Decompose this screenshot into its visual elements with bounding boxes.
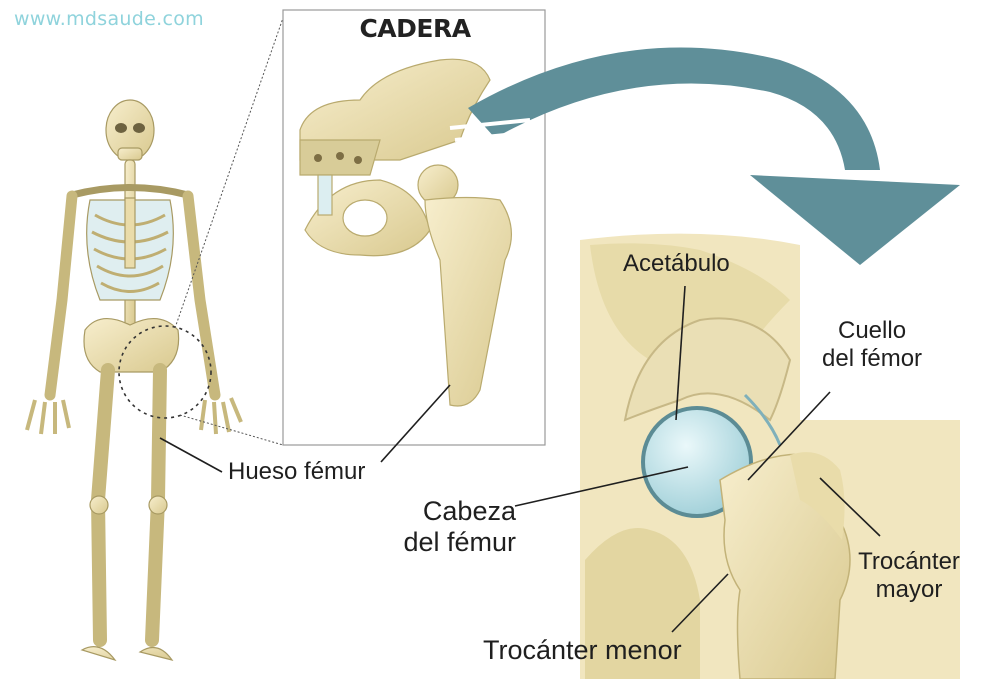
label-femoral-neck-line1: Cuello (822, 317, 922, 345)
zoom-line-top (175, 18, 283, 328)
label-femoral-head-line2: del fémur (398, 527, 516, 558)
label-femoral-neck-line2: del fémor (822, 345, 922, 373)
label-femoral-head: Cabeza del fémur (398, 496, 516, 558)
label-greater-trochanter-line2: mayor (845, 576, 973, 604)
label-greater-trochanter-line1: Trocánter (845, 548, 973, 576)
label-femoral-head-line1: Cabeza (398, 496, 516, 527)
left-arm (50, 196, 72, 395)
label-lesser-trochanter: Trocánter menor (483, 635, 682, 666)
pelvis (84, 319, 179, 372)
label-femur-bone: Hueso fémur (228, 458, 365, 486)
leader-femur-bone (160, 438, 222, 472)
label-acetabulum: Acetábulo (623, 250, 730, 278)
watermark: www.mdsaude.com (14, 8, 204, 30)
label-greater-trochanter: Trocánter mayor (845, 548, 973, 604)
skeleton-figure (27, 100, 241, 660)
inset-title: CADERA (287, 14, 543, 43)
zoom-line-bottom (180, 415, 283, 445)
label-femoral-neck: Cuello del fémor (822, 317, 922, 373)
